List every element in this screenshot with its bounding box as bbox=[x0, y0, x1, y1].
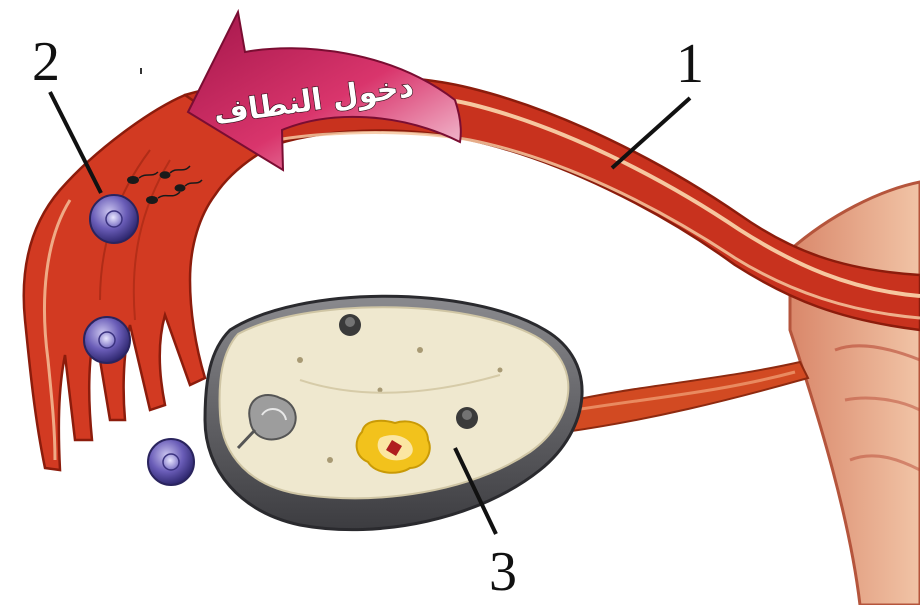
egg-cell bbox=[90, 195, 138, 243]
uterus-wall bbox=[790, 182, 920, 605]
label-3: 3 bbox=[489, 541, 517, 603]
label-2: 2 bbox=[32, 31, 60, 93]
label-1: 1 bbox=[676, 33, 704, 95]
leader-line-1 bbox=[612, 98, 690, 168]
ovarian-ligament bbox=[565, 362, 808, 432]
ovary bbox=[205, 296, 582, 529]
egg-cell bbox=[84, 317, 130, 363]
egg-cell bbox=[148, 439, 194, 485]
stray-mark bbox=[140, 68, 142, 74]
